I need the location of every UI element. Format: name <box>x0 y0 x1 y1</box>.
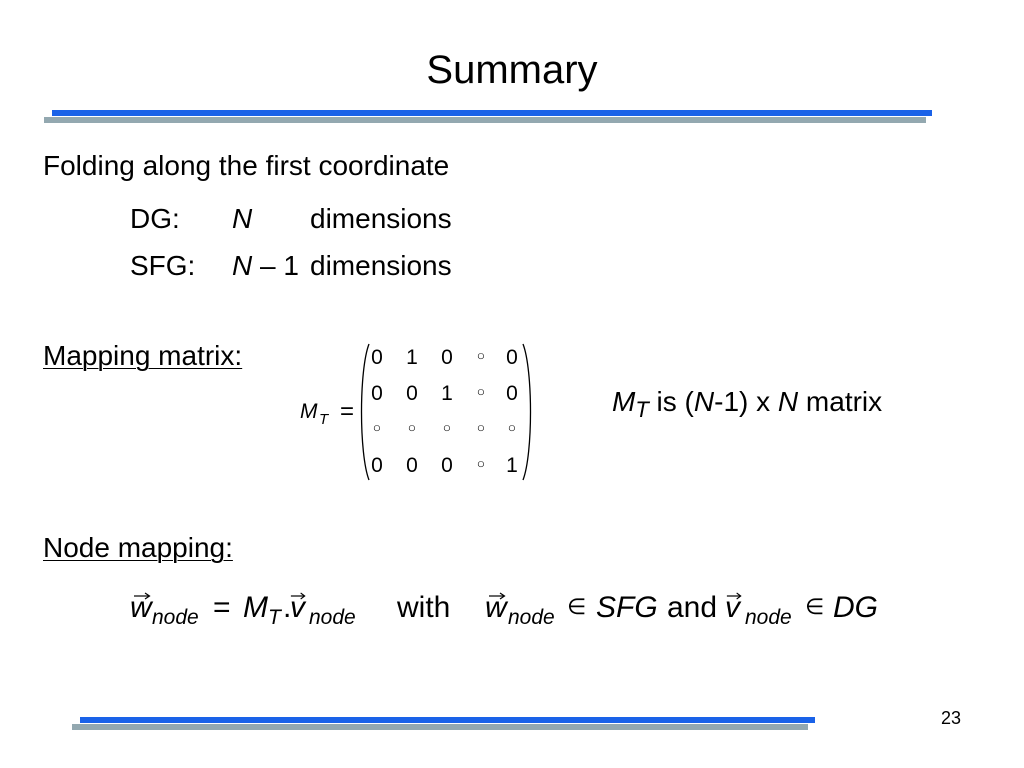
formula-v-subscript: node <box>309 606 356 629</box>
sfg-label: SFG: <box>130 250 196 281</box>
formula-w-subscript: node <box>508 606 555 629</box>
formula-matrix-symbol: M <box>243 591 268 624</box>
dg-label: DG: <box>130 203 180 234</box>
matrix-lhs-symbol: M <box>300 400 318 423</box>
matrix-cell: ◦ <box>370 417 384 441</box>
note-matrix-symbol: M <box>612 386 636 417</box>
dg-dimension-unit: dimensions <box>310 203 452 234</box>
matrix-cell: 0 <box>441 346 453 369</box>
matrix-cell: ◦ <box>405 417 419 441</box>
formula-equals-sign: = <box>213 591 231 624</box>
note-text: is ( <box>648 386 694 417</box>
matrix-cell: 0 <box>506 382 518 405</box>
formula-w-subscript: node <box>152 606 199 629</box>
matrix-cell: ◦ <box>474 381 488 405</box>
header-rule-gray <box>44 117 926 123</box>
sfg-dimension-unit: dimensions <box>310 250 452 281</box>
note-var: N <box>777 386 799 417</box>
formula-dot: . <box>283 591 292 624</box>
sfg-dimension-value: N – 1 <box>232 252 299 280</box>
matrix-cell: 0 <box>506 346 518 369</box>
vector-arrow-icon <box>489 592 506 600</box>
matrix-cell: 1 <box>506 454 518 477</box>
formula-set-dg: DG <box>833 591 878 624</box>
matrix-cell: 0 <box>406 454 418 477</box>
formula-v-vector: v <box>290 591 305 624</box>
vector-arrow-icon <box>134 592 151 600</box>
header-rule-blue <box>52 110 932 116</box>
matrix-size-note: MT is (N-1) x N matrix <box>612 386 883 421</box>
matrix-right-paren <box>522 343 532 481</box>
formula-v-vector: v <box>725 591 740 624</box>
matrix-cell: ◦ <box>474 453 488 477</box>
footer-rule-gray <box>72 724 808 730</box>
formula-set-sfg: SFG <box>596 591 658 624</box>
matrix-cell: ◦ <box>474 345 488 369</box>
note-text: matrix <box>798 386 883 417</box>
matrix-equals-sign: = <box>340 398 355 425</box>
formula-and-word: and <box>667 591 718 624</box>
note-matrix-subscript: T <box>635 397 649 422</box>
vector-arrow-icon <box>290 592 306 600</box>
matrix-parentheses <box>360 343 532 481</box>
matrix-cell: 0 <box>371 454 383 477</box>
footer-rule-blue <box>80 717 815 723</box>
slide-title: Summary <box>426 48 598 92</box>
formula-element-of: ∈ <box>567 595 587 620</box>
matrix-cell: 1 <box>441 382 453 405</box>
matrix-cell: ◦ <box>505 417 519 441</box>
matrix-cell: 0 <box>406 382 418 405</box>
matrix-lhs-subscript: T <box>319 411 329 428</box>
page-number: 23 <box>941 708 962 728</box>
formula-v-subscript: node <box>745 606 792 629</box>
formula-element-of: ∈ <box>805 595 825 620</box>
note-text: -1) x <box>714 386 778 417</box>
sfg-dimension-var: N <box>232 250 253 281</box>
formula-w-vector: w <box>130 591 152 624</box>
sfg-dimension-rest: – 1 <box>252 250 299 281</box>
vector-arrow-icon <box>726 592 742 600</box>
formula-with-word: with <box>397 591 451 624</box>
matrix-cell: 1 <box>406 346 418 369</box>
matrix-cell: 0 <box>371 382 383 405</box>
note-var: N <box>693 386 715 417</box>
mapping-matrix-heading: Mapping matrix: <box>43 340 243 371</box>
matrix-cell: 0 <box>371 346 383 369</box>
folding-heading: Folding along the first coordinate <box>43 150 450 181</box>
dg-dimension-value: N <box>232 203 253 234</box>
formula-matrix-subscript: T <box>268 606 281 629</box>
matrix-cell: 0 <box>441 454 453 477</box>
matrix-cell: ◦ <box>474 417 488 441</box>
node-mapping-heading: Node mapping: <box>43 532 233 563</box>
matrix-left-paren <box>360 343 370 481</box>
matrix-cell: ◦ <box>440 417 454 441</box>
formula-w-vector: w <box>485 591 507 624</box>
